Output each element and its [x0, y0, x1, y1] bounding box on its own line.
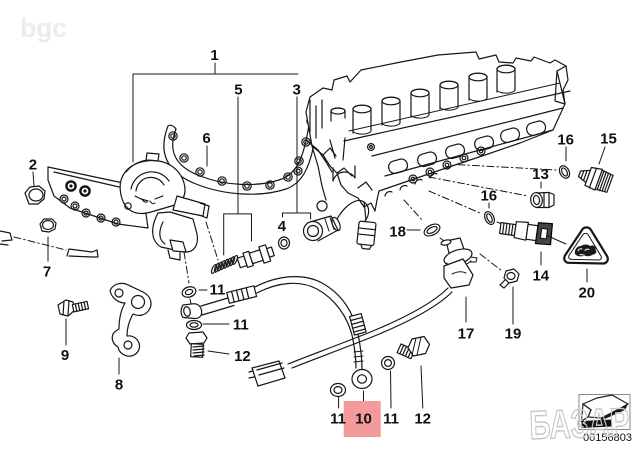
svg-text:6: 6 [202, 130, 210, 147]
svg-text:11: 11 [233, 317, 249, 334]
svg-text:БАЗАР: БАЗАР [529, 400, 630, 448]
svg-text:17: 17 [458, 326, 475, 343]
svg-text:00156803: 00156803 [583, 432, 632, 444]
svg-text:3: 3 [293, 82, 301, 99]
svg-text:11: 11 [330, 411, 346, 428]
svg-text:15: 15 [600, 131, 617, 148]
svg-text:4: 4 [278, 218, 287, 235]
svg-text:5: 5 [234, 82, 242, 99]
svg-text:13: 13 [532, 166, 549, 183]
svg-text:2: 2 [29, 157, 37, 174]
svg-text:12: 12 [414, 411, 431, 428]
svg-text:20: 20 [578, 285, 595, 302]
svg-text:7: 7 [43, 264, 51, 281]
svg-text:14: 14 [532, 268, 549, 285]
svg-text:bgc: bgc [20, 13, 67, 43]
svg-text:10: 10 [355, 411, 372, 428]
svg-text:16: 16 [557, 132, 574, 149]
svg-text:16: 16 [480, 188, 497, 205]
svg-text:1: 1 [210, 47, 218, 64]
svg-text:11: 11 [209, 282, 225, 299]
svg-text:8: 8 [115, 377, 123, 394]
svg-text:18: 18 [389, 224, 406, 241]
svg-text:12: 12 [234, 348, 251, 365]
svg-text:11: 11 [383, 411, 399, 428]
svg-text:9: 9 [61, 347, 69, 364]
svg-text:19: 19 [505, 326, 522, 343]
